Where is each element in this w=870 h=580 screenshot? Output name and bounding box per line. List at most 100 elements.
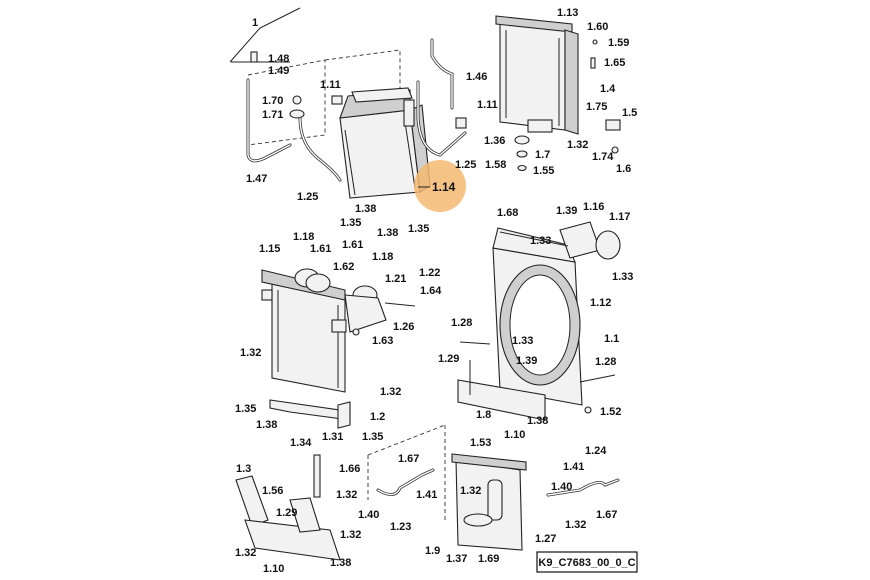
callout-label: 1.21 bbox=[385, 273, 406, 285]
fitting-1-11b bbox=[455, 117, 467, 129]
dashed-group-outline bbox=[247, 59, 326, 146]
callout-label: 1.58 bbox=[485, 159, 506, 171]
callout-label: 1.38 bbox=[330, 557, 351, 569]
callout-label: 1.32 bbox=[235, 547, 256, 559]
callout-label: 1.41 bbox=[563, 461, 584, 473]
nut-1-6 bbox=[611, 146, 619, 154]
callout-label: 1.33 bbox=[530, 235, 551, 247]
callout-label: 1.25 bbox=[455, 159, 476, 171]
bracket-1-66 bbox=[313, 454, 321, 498]
fitting-1-11 bbox=[331, 95, 343, 105]
callout-label: 1.39 bbox=[556, 205, 577, 217]
callout-label: 1.61 bbox=[342, 239, 363, 251]
callout-label: 1.16 bbox=[583, 201, 604, 213]
clamp-1-70 bbox=[292, 95, 302, 105]
callout-label: 1.3 bbox=[236, 463, 251, 475]
callout-label: 1.1 bbox=[604, 333, 619, 345]
callout-label: 1.48 bbox=[268, 53, 289, 65]
callout-label: 1.60 bbox=[587, 21, 608, 33]
callout-label: 1.9 bbox=[425, 545, 440, 557]
callout-label: 1.31 bbox=[322, 431, 343, 443]
bracket-1-68 bbox=[499, 231, 569, 247]
callout-label: 1.71 bbox=[262, 109, 283, 121]
washer-1-7 bbox=[516, 150, 528, 158]
callout-label: 1.29 bbox=[438, 353, 459, 365]
callout-label: 1.52 bbox=[600, 406, 621, 418]
callout-label: 1.6 bbox=[616, 163, 631, 175]
callout-label: 1.28 bbox=[595, 356, 616, 368]
callout-label: 1.2 bbox=[370, 411, 385, 423]
callout-label: 1.40 bbox=[358, 509, 379, 521]
bolt-1-64 bbox=[384, 302, 416, 307]
callout-label: 1 bbox=[252, 17, 258, 29]
callout-label: 1.17 bbox=[609, 211, 630, 223]
callout-label: 1.63 bbox=[372, 335, 393, 347]
nut-1-55 bbox=[517, 164, 527, 172]
callout-label: 1.38 bbox=[355, 203, 376, 215]
callout-label: 1.32 bbox=[565, 519, 586, 531]
callout-label: 1.75 bbox=[586, 101, 607, 113]
callout-label: 1.61 bbox=[310, 243, 331, 255]
spacer-1-65 bbox=[590, 57, 596, 69]
callout-label: 1.12 bbox=[590, 297, 611, 309]
callout-label: 1.33 bbox=[512, 335, 533, 347]
callout-label: 1.32 bbox=[240, 347, 261, 359]
callout-label: 1.62 bbox=[333, 261, 354, 273]
callout-label: 1.32 bbox=[380, 386, 401, 398]
callout-label: 1.13 bbox=[557, 7, 578, 19]
highlighted-callout-label[interactable]: 1.14 bbox=[432, 180, 456, 194]
callout-label: 1.28 bbox=[451, 317, 472, 329]
callout-label: 1.32 bbox=[567, 139, 588, 151]
rod-1-28b bbox=[579, 374, 616, 383]
rod-1-28 bbox=[459, 341, 491, 345]
pipe-1-46 bbox=[416, 38, 467, 157]
callout-label: 1.38 bbox=[377, 227, 398, 239]
callout-label: 1.66 bbox=[339, 463, 360, 475]
pipe-1-47 bbox=[246, 78, 292, 163]
callout-label: 1.55 bbox=[533, 165, 554, 177]
callout-label: 1.36 bbox=[484, 135, 505, 147]
bracket-1-4 bbox=[605, 119, 621, 131]
support-1-3 bbox=[235, 475, 341, 561]
callout-label: 1.23 bbox=[390, 521, 411, 533]
callout-label: 1.41 bbox=[416, 489, 437, 501]
condenser-1-13 bbox=[495, 15, 579, 135]
callout-label: 1.32 bbox=[336, 489, 357, 501]
callout-label: 1.37 bbox=[446, 553, 467, 565]
frame-1-10 bbox=[457, 360, 546, 421]
callout-label: 1.10 bbox=[504, 429, 525, 441]
callout-label: 1.33 bbox=[612, 271, 633, 283]
reference-code-box bbox=[536, 551, 638, 573]
callout-label: 1.15 bbox=[259, 243, 280, 255]
callout-label: 1.8 bbox=[476, 409, 491, 421]
callout-label: 1.11 bbox=[477, 99, 498, 111]
callout-label: 1.4 bbox=[600, 83, 616, 95]
callout-label: 1.74 bbox=[592, 151, 614, 163]
radiator-1-14 bbox=[339, 87, 431, 199]
bolt-1-63 bbox=[352, 328, 360, 336]
callout-label: 1.27 bbox=[535, 533, 556, 545]
condenser-1-53 bbox=[451, 453, 527, 551]
washer-1-60 bbox=[592, 39, 598, 45]
highlight-circle bbox=[414, 160, 466, 212]
callout-label: 1.47 bbox=[246, 173, 267, 185]
callout-label: 1.7 bbox=[535, 149, 550, 161]
washer-1-36 bbox=[514, 135, 530, 145]
pipe-1-23 bbox=[376, 468, 435, 496]
callout-label: 1.34 bbox=[290, 437, 312, 449]
callout-label: 1.65 bbox=[604, 57, 625, 69]
pipe-1-24 bbox=[546, 478, 620, 497]
callout-label: 1.24 bbox=[585, 445, 607, 457]
callout-label: 1.29 bbox=[276, 507, 297, 519]
callout-label: 1.10 bbox=[263, 563, 284, 575]
callout-label: 1.35 bbox=[235, 403, 256, 415]
callout-label: 1.69 bbox=[478, 553, 499, 565]
callout-label: 1.32 bbox=[340, 529, 361, 541]
callout-label: 1.67 bbox=[596, 509, 617, 521]
nut-1-52 bbox=[584, 406, 592, 414]
callout-label: 1.26 bbox=[393, 321, 414, 333]
fan-shroud-1-1 bbox=[492, 227, 583, 406]
bracket-1-2 bbox=[269, 399, 351, 429]
callout-leader-lines-top-left bbox=[229, 7, 301, 63]
